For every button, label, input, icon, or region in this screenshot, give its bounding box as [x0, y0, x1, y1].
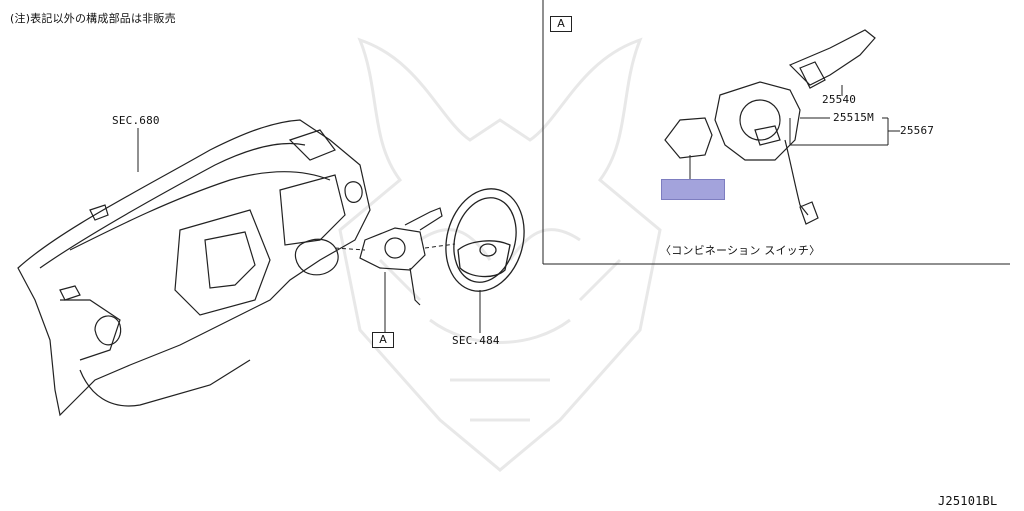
leaders-detail	[689, 85, 900, 180]
combination-switch-caption: 〈コンビネーション スイッチ〉	[660, 244, 821, 257]
dashed-leader-1	[334, 247, 366, 251]
steering-wheel	[445, 188, 525, 292]
part-25515m-label: 25515M	[833, 111, 874, 124]
part-25567-label: 25567	[900, 124, 935, 137]
combination-switch-small	[359, 207, 443, 306]
dashed-leader-2	[424, 243, 456, 249]
part-25540-label: 25540	[822, 93, 857, 106]
combination-switch-detail	[664, 29, 876, 225]
detail-frame	[542, 0, 1010, 265]
view-a-detail-marker: A	[550, 16, 572, 32]
view-a-marker: A	[372, 332, 394, 348]
highlight-box	[661, 179, 725, 200]
note-text: (注)表記以外の構成部品は非販売	[10, 12, 176, 25]
leaders-main	[137, 128, 481, 333]
watermark-emblem	[338, 37, 662, 472]
sec484-label: SEC.484	[452, 334, 500, 347]
sec680-label: SEC.680	[112, 114, 160, 127]
diagram-id: J25101BL	[938, 494, 998, 508]
dashboard-illustration	[17, 119, 371, 417]
